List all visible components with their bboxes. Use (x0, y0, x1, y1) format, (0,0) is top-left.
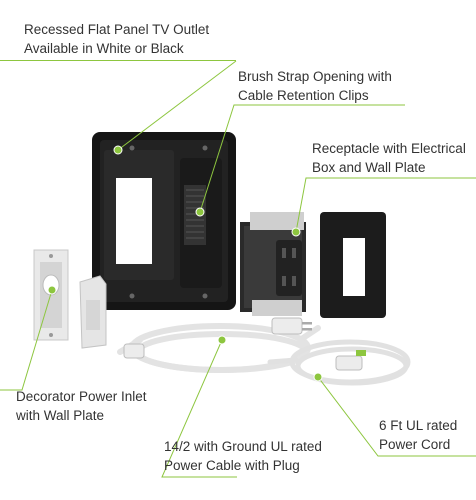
brush-caption-line-2: Cable Retention Clips (238, 88, 369, 103)
cord-plug (335, 355, 363, 371)
cable-caption: 14/2 with Ground UL rated Power Cable wi… (164, 437, 322, 475)
brush-caption: Brush Strap Opening with Cable Retention… (238, 67, 392, 105)
outlet-caption-line-1: Recessed Flat Panel TV Outlet (24, 22, 210, 37)
cord-caption: 6 Ft UL rated Power Cord (379, 416, 457, 454)
outlet-caption-line-2: Available in White or Black (24, 41, 184, 56)
cord-tag (356, 350, 366, 356)
outlet-callout-underline (0, 60, 236, 61)
outlet-caption: Recessed Flat Panel TV Outlet Available … (24, 20, 209, 58)
cable-caption-line-1: 14/2 with Ground UL rated (164, 439, 322, 454)
brush-caption-line-1: Brush Strap Opening with (238, 69, 392, 84)
receptacle-caption: Receptacle with Electrical Box and Wall … (312, 139, 466, 177)
receptacle-caption-line-1: Receptacle with Electrical (312, 141, 466, 156)
receptacle-wall-plate (320, 212, 386, 318)
inlet-caption-line-2: with Wall Plate (16, 408, 105, 423)
power-cord-coil (267, 339, 411, 386)
cable-caption-line-2: Power Cable with Plug (164, 458, 300, 473)
electrical-box (240, 212, 306, 316)
cable-plug (123, 317, 312, 359)
cord-caption-line-1: 6 Ft UL rated (379, 418, 458, 433)
inlet-caption: Decorator Power Inlet with Wall Plate (16, 387, 147, 425)
recessed-tv-outlet-plate (92, 132, 236, 310)
cord-caption-line-2: Power Cord (379, 437, 451, 452)
decorator-power-inlet (33, 249, 107, 349)
receptacle-caption-line-2: Box and Wall Plate (312, 160, 426, 175)
inlet-caption-line-1: Decorator Power Inlet (16, 389, 147, 404)
